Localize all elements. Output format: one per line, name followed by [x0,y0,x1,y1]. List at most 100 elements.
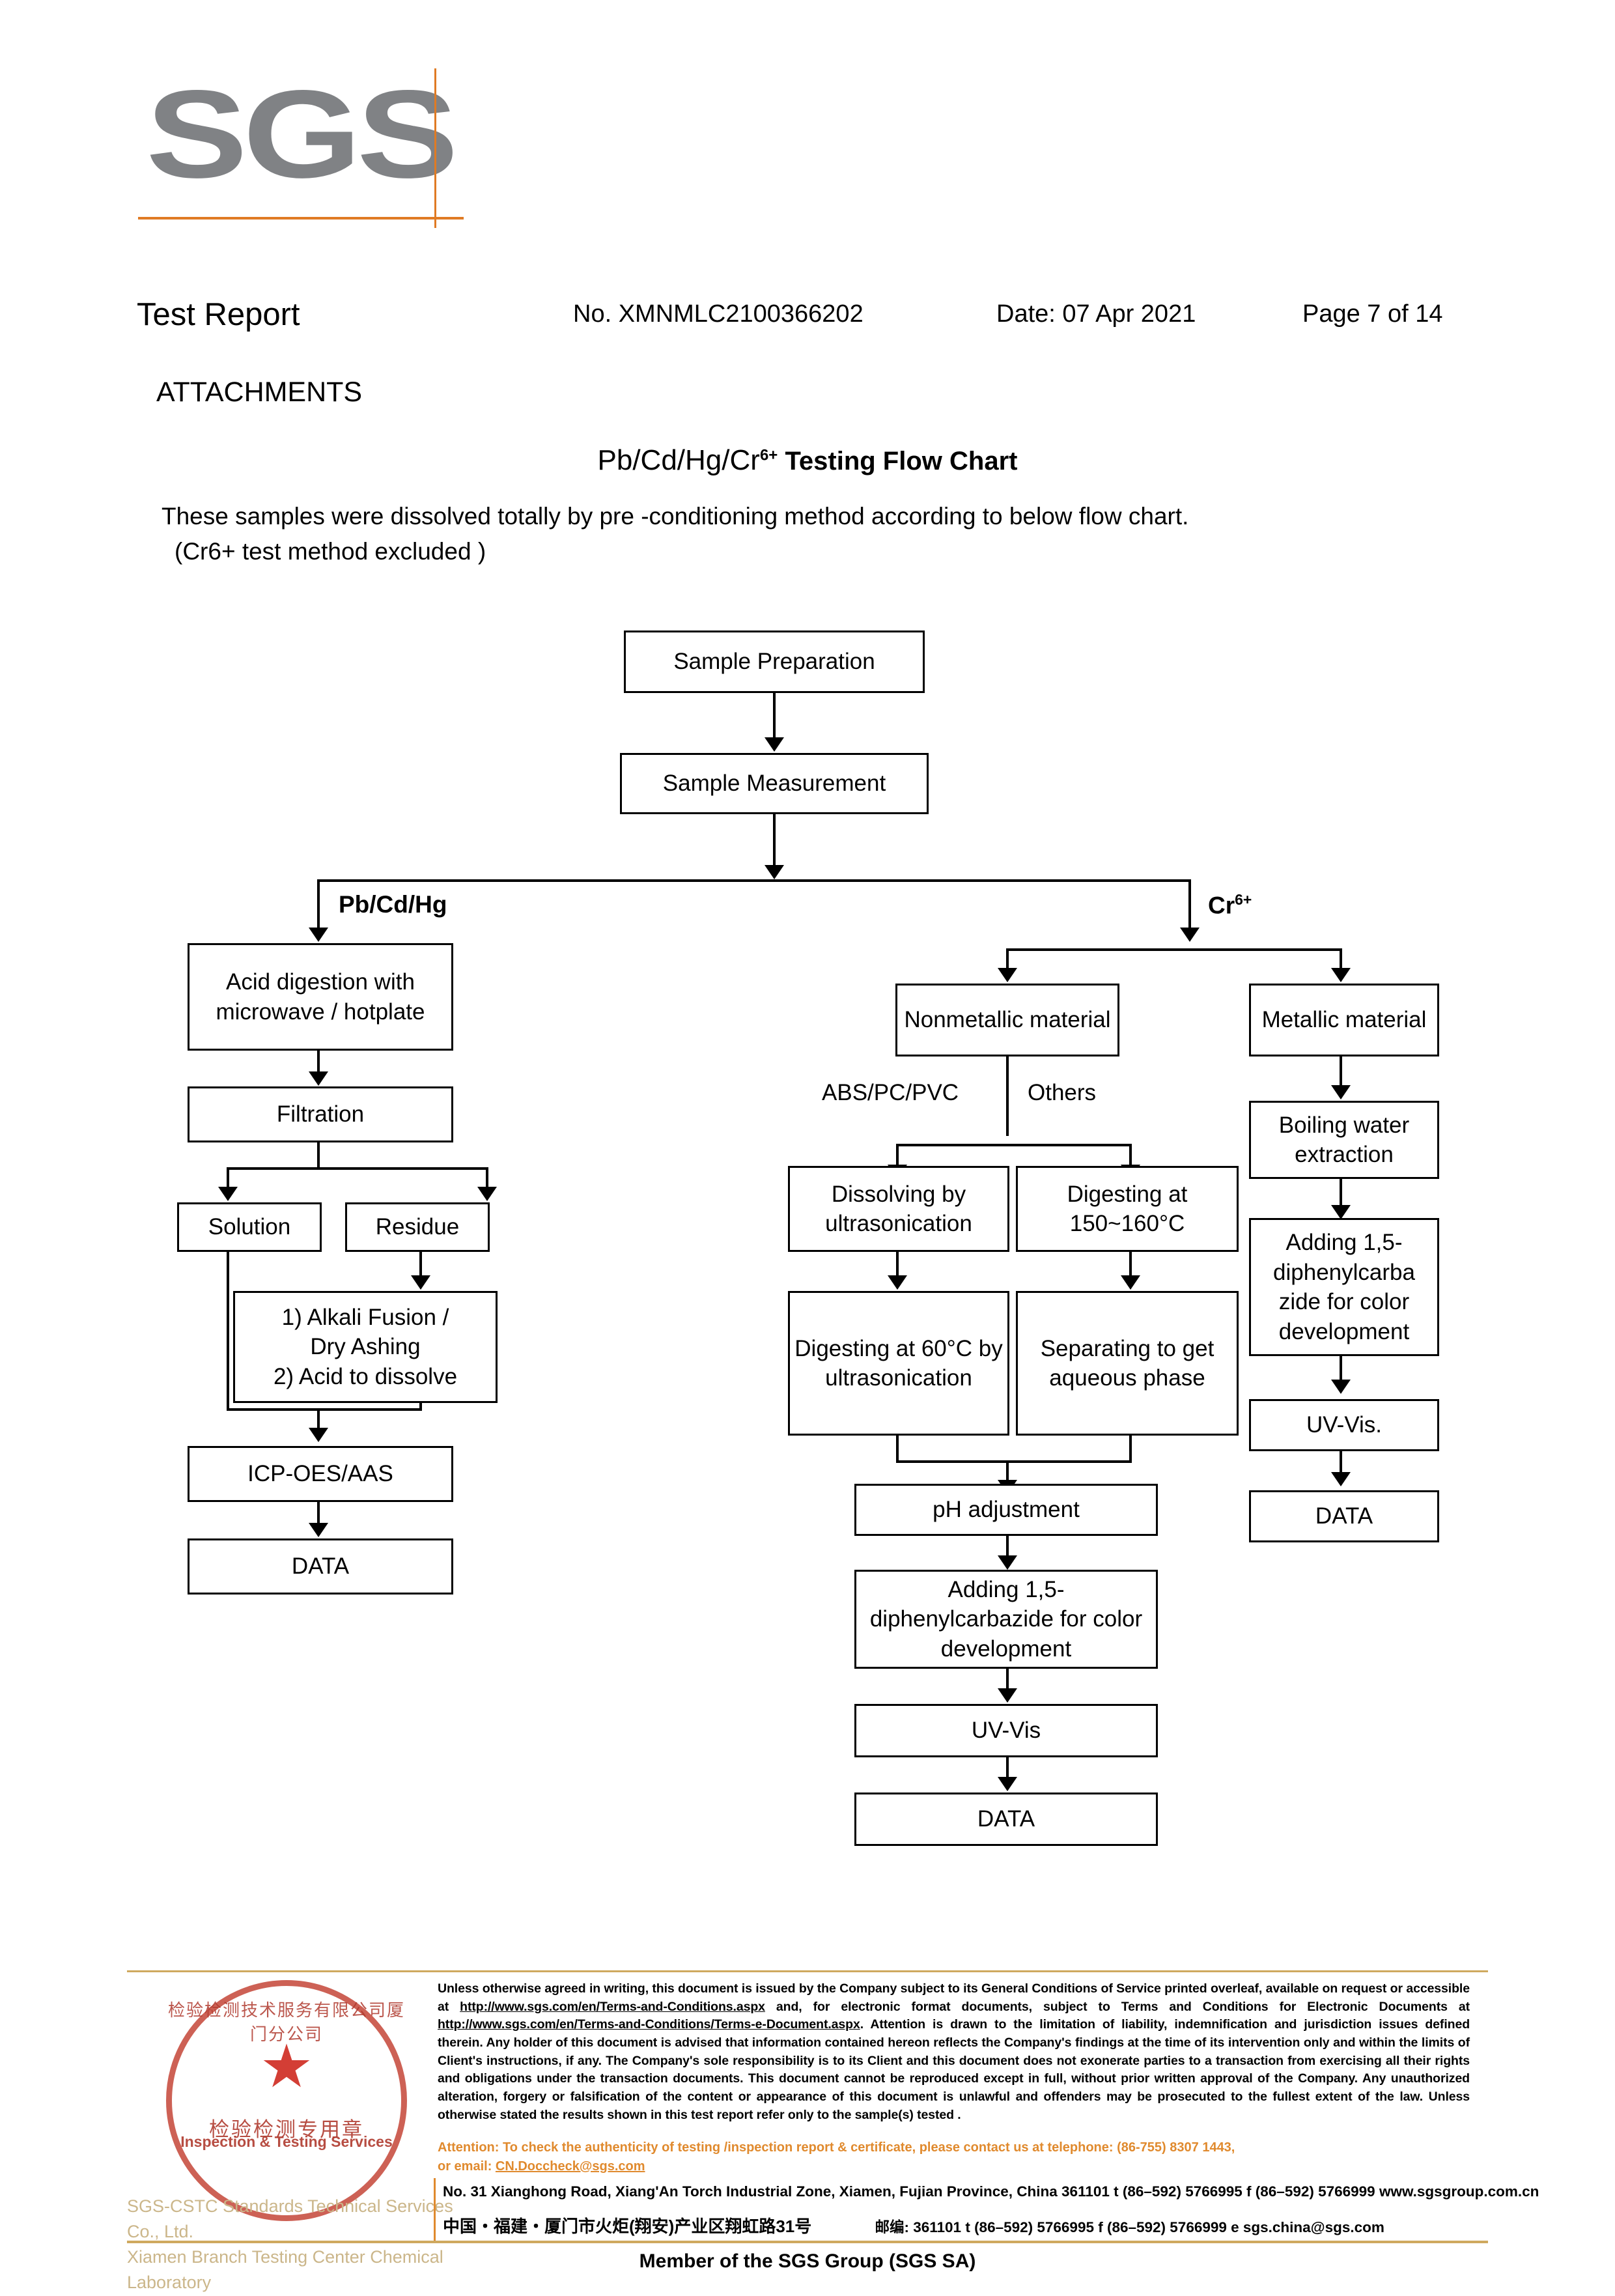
edge-metallic-to-boiling [1340,1056,1342,1096]
flowchart-title-superscript: 6+ [759,446,778,464]
edge-boiling-to-dpc [1340,1179,1342,1215]
attention-line-2: or email: CN.Doccheck@sgs.com [438,2157,1480,2176]
flowchart-title: Pb/Cd/Hg/Cr6+ Testing Flow Chart [0,444,1615,477]
node-nonmetallic-material: Nonmetallic material [895,984,1119,1056]
edge-label-cr6: Cr6+ [1208,891,1252,919]
edge-merge-bar-mid [896,1460,1132,1463]
edge-label-abs-pc-pvc: ABS/PC/PVC [822,1080,959,1105]
edge-dpc-to-uvvis-right [1340,1356,1342,1390]
attachments-heading: ATTACHMENTS [156,376,363,408]
arrowhead-digesting150-down [1121,1275,1140,1290]
arrowhead-acid-to-filtration [309,1071,328,1086]
arrowhead-boiling-to-dpc [1331,1205,1351,1219]
node-sample-preparation: Sample Preparation [624,631,925,693]
edge-nonmetallic-split-bar [896,1144,1132,1146]
arrowhead-dissolving-down [888,1275,907,1290]
arrowhead-branch-right [1180,928,1200,942]
edge-label-pb-cd-hg: Pb/Cd/Hg [339,891,447,918]
arrowhead-measure-down [765,865,784,879]
report-header: Test Report No. XMNMLC2100366202 Date: 0… [0,296,1615,338]
edge-to-digesting150 [1129,1144,1132,1172]
intro-line-2: (Cr6+ test method excluded ) [175,538,486,565]
attention-notice: Attention: To check the authenticity of … [438,2138,1480,2176]
arrowhead-uvvis-to-data-mid [998,1777,1017,1791]
report-number: No. XMNMLC2100366202 [573,300,864,328]
edge-dpc-to-uvvis-mid [1006,1669,1009,1697]
edge-uvvis-to-data-right [1340,1451,1342,1481]
edge-uvvis-to-data-mid [1006,1757,1009,1786]
node-dissolving-ultrasonication: Dissolving by ultrasonication [788,1166,1009,1252]
arrowhead-merge-to-icp [309,1428,328,1442]
lab-caption-line-1: SGS-CSTC Standards Technical Services Co… [127,2196,453,2242]
alkali-line-3: 2) Acid to dissolve [273,1363,458,1389]
node-acid-digestion: Acid digestion with microwave / hotplate [188,943,453,1051]
edge-alkali-down [419,1403,422,1411]
edge-separating-merge [1129,1436,1132,1463]
edge-dissolving-down [896,1252,899,1286]
edge-prep-to-measure [773,693,776,744]
flowchart-title-suffix: Testing Flow Chart [785,447,1018,475]
node-digesting-150: Digesting at 150~160°C [1016,1166,1239,1252]
edge-label-others: Others [1028,1080,1097,1105]
edge-ph-to-dpc [1006,1536,1009,1565]
node-alkali-fusion: 1) Alkali Fusion / Dry Ashing 2) Acid to… [233,1291,498,1403]
node-residue: Residue [345,1202,490,1252]
node-ph-adjustment: pH adjustment [854,1484,1158,1536]
node-uv-vis-right: UV-Vis. [1249,1399,1439,1451]
node-separating-aqueous: Separating to get aqueous phase [1016,1291,1239,1436]
edge-branch-right-leg [1188,879,1191,935]
arrowhead-branch-left [309,928,328,942]
arrowhead-to-solution [218,1187,238,1201]
arrowhead-metallic-to-boiling [1331,1085,1351,1099]
edge-digesting60-merge [896,1436,899,1463]
legal-part-3: . Attention is drawn to the limitation o… [438,2017,1470,2122]
arrowhead-to-nonmetallic [998,968,1017,982]
edge-solution-bypass [227,1252,229,1410]
star-icon: ★ [259,2034,314,2101]
lab-caption-line-2: Xiamen Branch Testing Center Chemical La… [127,2247,443,2293]
terms-conditions-link[interactable]: http://www.sgs.com/en/Terms-and-Conditio… [460,1999,765,2014]
arrowhead-to-residue [477,1187,497,1201]
stamp-arc-text: 检验检测技术服务有限公司厦门分公司 [167,2000,405,2044]
edge-cr6-split-bar [1006,948,1342,951]
footer-divider-top [127,1970,1488,1972]
alkali-line-2: Dry Ashing [310,1334,421,1360]
logo-vertical-rule [434,68,436,228]
arrowhead-dpc-to-uvvis-right [1331,1380,1351,1394]
arrowhead-to-metallic [1331,968,1351,982]
edge-digesting150-down [1129,1252,1132,1286]
node-sample-measurement: Sample Measurement [620,753,929,814]
address-en-bar [434,2178,436,2209]
address-chinese-contact: 邮编: 361101 t (86–592) 5766995 f (86–592)… [875,2219,1384,2235]
edge-icp-to-data [317,1502,320,1532]
lab-caption: SGS-CSTC Standards Technical Services Co… [127,2194,466,2296]
intro-line-1: These samples were dissolved totally by … [162,503,1189,530]
attention-email-prefix: or email: [438,2159,496,2174]
node-metallic-material: Metallic material [1249,984,1439,1056]
edge-merge-bar-left [227,1408,422,1411]
edge-measure-down [773,814,776,874]
arrowhead-icp-to-data [309,1523,328,1537]
footer-divider-bottom [127,2241,1488,2243]
sgs-group-member-note: Member of the SGS Group (SGS SA) [639,2250,976,2272]
address-english: No. 31 Xianghong Road, Xiang'An Torch In… [443,2183,1539,2200]
node-digesting-60: Digesting at 60°C by ultrasonication [788,1291,1009,1436]
edge-acid-to-filtration [317,1051,320,1079]
edge-branch-bar [317,879,1191,882]
address-chinese-text: 中国・福建・厦门市火炬(翔安)产业区翔虹路31号 [443,2217,812,2236]
doccheck-email-link[interactable]: CN.Doccheck@sgs.com [495,2159,645,2174]
node-data-right: DATA [1249,1490,1439,1542]
edge-to-metallic [1340,948,1342,976]
arrowhead-dpc-to-uvvis-mid [998,1688,1017,1703]
edge-to-dissolving [896,1144,899,1172]
node-adding-dpc-mid: Adding 1,5-diphenylcarbazide for color d… [854,1570,1158,1669]
node-data-mid: DATA [854,1793,1158,1846]
edge-to-nonmetallic [1006,948,1009,976]
edge-to-solution [227,1167,229,1195]
attention-line-1: Attention: To check the authenticity of … [438,2140,1235,2155]
legal-part-1: Unless otherwise agreed in writing, this… [438,1981,1470,2014]
page-title: Test Report [137,297,300,332]
edge-label-cr6-sup: 6+ [1235,891,1252,908]
terms-e-document-link[interactable]: http://www.sgs.com/en/Terms-and-Conditio… [438,2017,860,2032]
node-icp-oes-aas: ICP-OES/AAS [188,1446,453,1502]
